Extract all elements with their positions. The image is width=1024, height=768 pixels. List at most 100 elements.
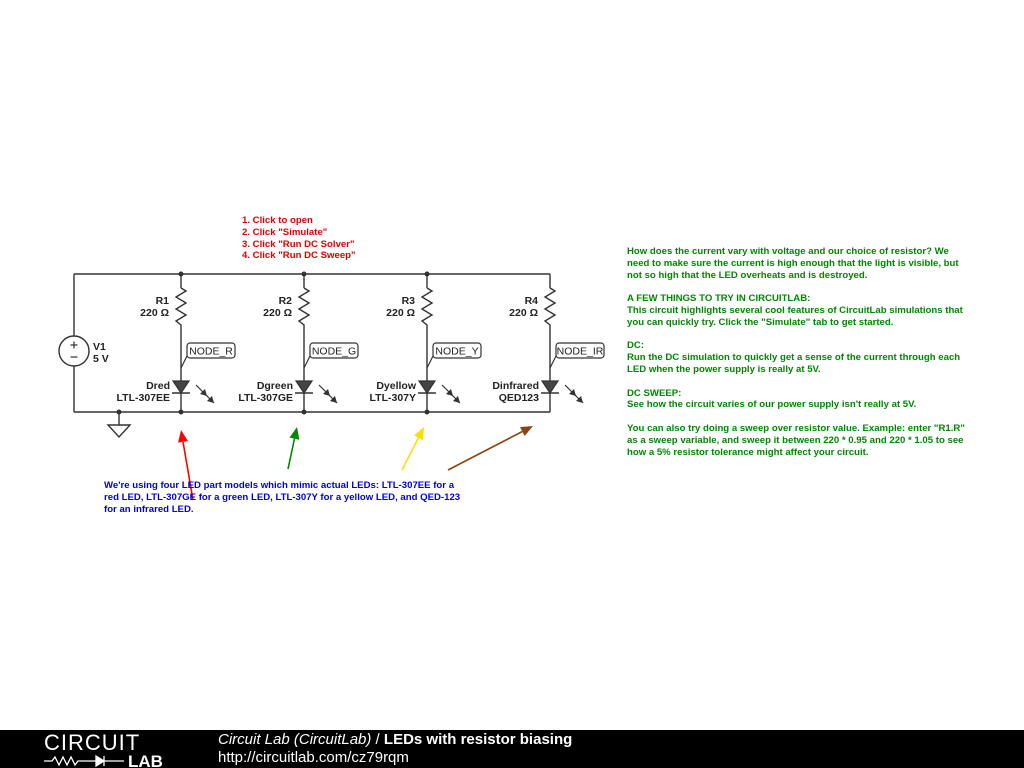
- diode-model: QED123: [499, 392, 539, 404]
- resistor-value: 220 Ω: [263, 307, 292, 319]
- diode-name: Dgreen: [257, 380, 293, 392]
- diode-name: Dyellow: [376, 380, 417, 392]
- sweep-text: See how the circuit varies of our power …: [627, 399, 917, 411]
- instructions-list: 1. Click to open 2. Click "Simulate" 3. …: [242, 215, 442, 262]
- node-label-text: NODE_R: [189, 346, 233, 358]
- pointer-arrow-line: [182, 441, 194, 501]
- pointer-arrows: [178, 426, 533, 501]
- led-symbol[interactable]: [417, 380, 461, 404]
- ground-icon: [106, 424, 132, 439]
- tips-note: How does the current vary with voltage a…: [627, 246, 972, 470]
- footer-title: Circuit Lab (CircuitLab) / LEDs with res…: [218, 731, 572, 748]
- dc-heading: DC:: [627, 340, 645, 352]
- footer-circuit-name[interactable]: LEDs with resistor biasing: [383, 731, 573, 748]
- resistor-value: 220 Ω: [140, 307, 169, 319]
- diode-triangle: [540, 380, 560, 395]
- instruction-step: 3. Click "Run DC Solver": [242, 238, 355, 250]
- resistor-symbol[interactable]: [297, 287, 311, 328]
- resistor-symbol[interactable]: [420, 287, 434, 328]
- resistor-symbol[interactable]: [543, 287, 557, 328]
- light-emission-arrowhead: [207, 396, 214, 403]
- tips-text: This circuit highlights several cool fea…: [627, 304, 963, 328]
- voltage-source-body: [58, 335, 90, 367]
- node-label-box: [309, 342, 359, 359]
- pointer-arrowhead: [414, 427, 424, 440]
- node-label-leader: [180, 355, 188, 369]
- led-models-note: We're using four LED part models which m…: [104, 480, 461, 515]
- diode-triangle: [417, 380, 437, 395]
- junction-dot: [116, 409, 122, 415]
- source-name: V1: [93, 341, 106, 353]
- led-symbol[interactable]: [540, 380, 584, 404]
- node-label[interactable]: NODE_G: [303, 342, 359, 369]
- node-label[interactable]: NODE_Y: [426, 342, 482, 369]
- logo-text-top: CIRCUIT: [44, 731, 140, 755]
- led-symbol[interactable]: [171, 380, 215, 404]
- instruction-step: 2. Click "Simulate": [242, 226, 328, 238]
- node-label-leader: [303, 355, 311, 369]
- plus-icon: [70, 341, 78, 349]
- logo-text-bottom: LAB: [128, 752, 163, 767]
- diode-model: LTL-307EE: [117, 392, 170, 404]
- diode-model: LTL-307Y: [370, 392, 416, 404]
- light-emission-arrowhead: [330, 396, 337, 403]
- node-label-text: NODE_G: [312, 346, 356, 358]
- diode-name: Dinfrared: [492, 380, 539, 392]
- pointer-arrowhead: [520, 426, 533, 436]
- tips-intro: How does the current vary with voltage a…: [627, 246, 959, 281]
- pointer-arrowhead: [178, 430, 188, 443]
- resistor-symbol[interactable]: [174, 287, 188, 328]
- diode-name: Dred: [146, 380, 170, 392]
- dc-text: Run the DC simulation to quickly get a s…: [627, 352, 961, 375]
- node-label-leader: [426, 355, 434, 369]
- footer-url[interactable]: http://circuitlab.com/cz79rqm: [218, 749, 409, 766]
- diode-triangle: [171, 380, 191, 395]
- node-label-leader: [549, 355, 557, 369]
- resistor-icon: [44, 755, 96, 767]
- pointer-arrow: [401, 427, 424, 471]
- resistor-name: R4: [525, 295, 539, 307]
- resistor-value: 220 Ω: [386, 307, 415, 319]
- sweep-section: DC SWEEP: See how the circuit varies of …: [627, 388, 972, 412]
- pointer-arrow: [447, 426, 533, 471]
- diode-icon: [95, 754, 124, 767]
- pointer-arrow: [287, 427, 300, 470]
- light-emission-arrowhead: [576, 396, 583, 403]
- tips-heading: A FEW THINGS TO TRY IN CIRCUITLAB:: [627, 293, 811, 305]
- light-emission-arrowhead: [453, 396, 460, 403]
- wires: [73, 273, 550, 425]
- node-label-box: [186, 342, 236, 359]
- footer-bar: CIRCUIT LAB Circuit Lab (CircuitLab) / L…: [0, 730, 1024, 768]
- resistor-name: R2: [279, 295, 293, 307]
- pointer-arrow: [178, 430, 194, 501]
- instruction-step[interactable]: 1. Click to open: [242, 215, 313, 226]
- sweep-extra: You can also try doing a sweep over resi…: [627, 422, 965, 458]
- node-label-text: NODE_IR: [557, 346, 604, 358]
- source-value: 5 V: [93, 353, 109, 365]
- node-label[interactable]: NODE_IR: [549, 342, 605, 369]
- resistor-name: R3: [402, 295, 416, 307]
- voltage-source-v1[interactable]: V1 5 V: [58, 335, 109, 367]
- footer-author[interactable]: Circuit Lab (CircuitLab): [218, 731, 372, 748]
- diode-triangle: [294, 380, 314, 395]
- circuitlab-logo[interactable]: CIRCUIT LAB: [44, 731, 174, 767]
- resistor-name: R1: [156, 295, 170, 307]
- node-label-box: [555, 342, 605, 359]
- pointer-arrowhead: [289, 427, 300, 440]
- footer-separator: /: [371, 731, 384, 748]
- node-label[interactable]: NODE_R: [180, 342, 236, 369]
- led-symbol[interactable]: [294, 380, 338, 404]
- pointer-arrow-line: [447, 430, 523, 471]
- sweep-heading: DC SWEEP:: [627, 387, 682, 399]
- instruction-step: 4. Click "Run DC Sweep": [242, 250, 356, 262]
- node-label-box: [432, 342, 482, 359]
- pointer-arrow-line: [287, 438, 296, 470]
- junctions: [116, 271, 430, 415]
- pointer-arrow-line: [401, 437, 420, 471]
